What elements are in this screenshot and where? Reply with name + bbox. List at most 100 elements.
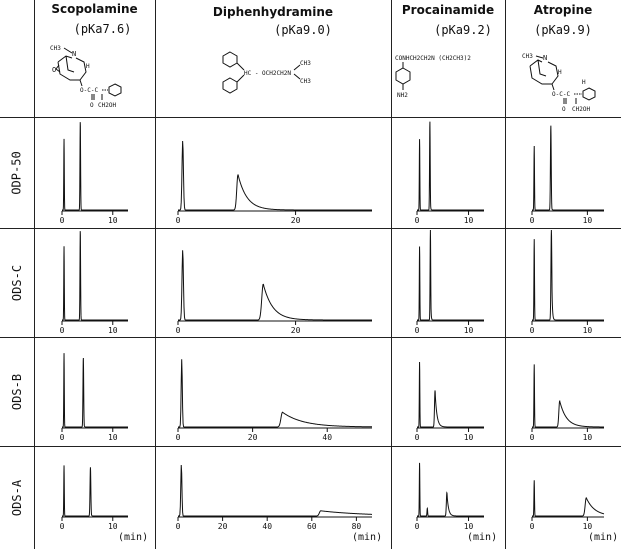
tick-label: 0 xyxy=(530,522,535,531)
tick-label: 0 xyxy=(415,433,420,442)
chromatogram-atropine-odp-50: 0 10 xyxy=(530,125,604,225)
tick-label: 20 xyxy=(248,433,258,442)
chromatogram-trace xyxy=(532,125,604,211)
chromatogram-trace xyxy=(62,465,128,517)
chromatogram-trace xyxy=(178,465,373,517)
pka-value: (pKa7.6) xyxy=(73,22,132,36)
hydrogen-label: H xyxy=(558,69,562,76)
tick-label: 40 xyxy=(262,522,272,531)
tick-label: 10 xyxy=(108,216,118,225)
column-header-diphenhydramine: Diphenhydramine (pKa9.0) xyxy=(155,5,391,37)
chromatogram-trace xyxy=(62,231,128,321)
grid-line-vertical xyxy=(34,0,35,549)
tick-label: 0 xyxy=(176,522,181,531)
column-header-scopolamine: Scopolamine (pKa7.6) xyxy=(34,2,155,36)
ester-label: O-C-C xyxy=(552,91,570,98)
tick-label: 0 xyxy=(415,216,420,225)
carbonyl-oxygen-label: O xyxy=(562,106,566,113)
chromatogram-trace xyxy=(178,141,372,211)
amine-label: NH2 xyxy=(397,92,408,99)
grid-line-horizontal xyxy=(0,117,621,118)
carbonyl-oxygen-label: O xyxy=(90,102,94,109)
tick-label: 10 xyxy=(108,522,118,531)
pka-value: (pKa9.2) xyxy=(434,23,492,37)
tick-label: 10 xyxy=(464,433,474,442)
grid-line-horizontal xyxy=(0,228,621,229)
tick-label: 0 xyxy=(176,326,181,335)
chromatogram-scopolamine-odp-50: 0 10 xyxy=(60,122,128,225)
tick-label: 80 xyxy=(352,522,362,531)
hydrogen-label: H xyxy=(582,79,586,86)
ester-label: O-C-C xyxy=(80,87,98,94)
tick-label: 10 xyxy=(464,216,474,225)
chromatogram-scopolamine-ods-a: 0 10 xyxy=(60,465,128,531)
tick-label: 10 xyxy=(583,522,593,531)
diphenhydramine-structure: HC - OCH2CH2N CH3 CH3 xyxy=(222,51,311,94)
chromatogram-trace xyxy=(532,364,604,428)
epoxide-oxygen-label: O xyxy=(52,66,56,74)
tick-label: 10 xyxy=(464,522,474,531)
grid-line-vertical xyxy=(505,0,506,549)
pka-value: (pKa9.9) xyxy=(534,23,592,37)
time-unit-label: (min) xyxy=(588,532,619,543)
grid-line-vertical xyxy=(155,0,156,549)
tick-label: 0 xyxy=(176,433,181,442)
chromatogram-procainamide-odp-50: 0 10 xyxy=(415,121,484,225)
chromatogram-scopolamine-ods-c: 0 10 xyxy=(60,231,128,335)
pka-value: (pKa9.0) xyxy=(274,23,332,37)
hydroxymethyl-label: CH2OH xyxy=(98,102,116,109)
methyl-label: CH3 xyxy=(300,60,311,67)
ether-chain-label: HC - OCH2CH2N xyxy=(244,70,291,77)
tick-label: 0 xyxy=(415,326,420,335)
tick-label: 10 xyxy=(464,326,474,335)
compound-name: Procainamide xyxy=(401,3,495,17)
tick-label: 0 xyxy=(530,433,535,442)
chromatogram-trace xyxy=(62,122,128,211)
nitrogen-label: N xyxy=(72,50,76,58)
compound-name: Scopolamine xyxy=(51,2,138,16)
methyl-label: CH3 xyxy=(300,78,311,85)
scopolamine-structure: CH3 N O H O-C-C O CH2OH xyxy=(50,45,122,109)
tick-label: 0 xyxy=(415,522,420,531)
chromatogram-diphenhydramine-ods-b: 0 20 40 xyxy=(176,359,372,442)
tick-label: 0 xyxy=(60,216,65,225)
tick-label: 10 xyxy=(583,326,593,335)
tick-label: 40 xyxy=(322,433,332,442)
hydroxymethyl-label: CH2OH xyxy=(572,106,590,113)
chromatogram-procainamide-ods-c: 0 10 xyxy=(415,229,484,335)
grid-line-horizontal xyxy=(0,337,621,338)
time-unit-label: (min) xyxy=(118,532,149,543)
atropine-structure: CH3 N H H O-C-C O CH2OH xyxy=(522,53,596,113)
grid-line-vertical xyxy=(391,0,392,549)
tick-label: 0 xyxy=(60,522,65,531)
nitrogen-label: N xyxy=(543,54,547,62)
procainamide-structure: CONHCH2CH2N (CH2CH3)2 NH2 xyxy=(395,55,471,99)
amide-chain-label: CONHCH2CH2N (CH2CH3)2 xyxy=(395,55,471,62)
tick-label: 20 xyxy=(218,522,228,531)
chromatogram-atropine-ods-a: 0 10 xyxy=(530,480,605,531)
chromatogram-trace xyxy=(178,359,372,428)
tick-label: 10 xyxy=(583,216,593,225)
compound-name: Diphenhydramine xyxy=(212,5,334,19)
chromatogram-trace xyxy=(417,462,484,517)
chromatogram-trace xyxy=(178,250,372,321)
time-unit-label: (min) xyxy=(352,532,383,543)
chromatogram-trace xyxy=(532,480,605,517)
tick-label: 10 xyxy=(108,326,118,335)
tick-label: 0 xyxy=(60,433,65,442)
column-header-procainamide: Procainamide (pKa9.2) xyxy=(391,3,505,37)
tick-label: 0 xyxy=(176,216,181,225)
tick-label: 0 xyxy=(60,326,65,335)
chromatogram-trace xyxy=(417,121,484,211)
grid-line-horizontal xyxy=(0,446,621,447)
chromatogram-trace xyxy=(62,353,128,428)
tick-label: 0 xyxy=(530,216,535,225)
tick-label: 0 xyxy=(530,326,535,335)
